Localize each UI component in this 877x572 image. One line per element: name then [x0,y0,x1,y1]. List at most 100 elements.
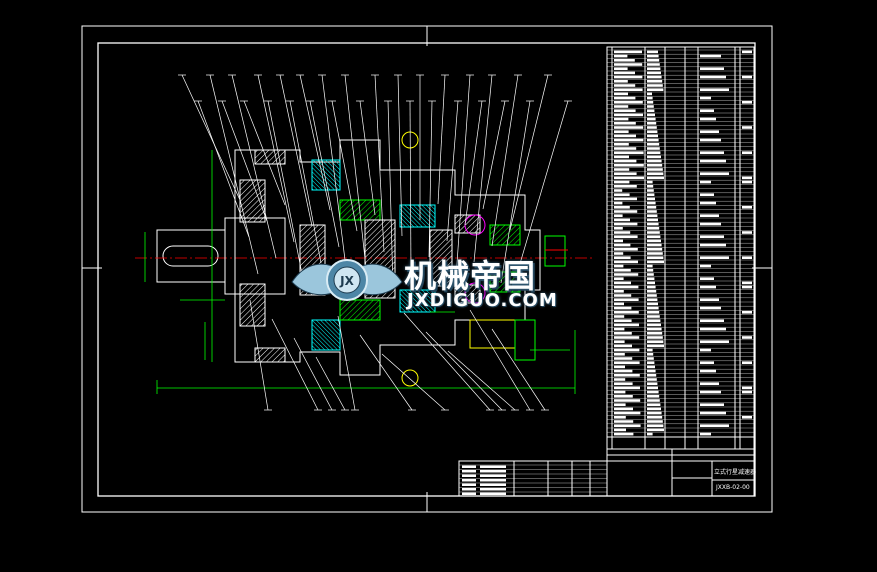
parts-list-cell-fill [700,151,724,154]
parts-list-cell-fill [614,222,638,226]
leader-line [381,353,446,411]
parts-list-cell-fill [614,193,630,196]
parts-list-cell-fill [700,369,716,373]
parts-list-cell-fill [647,67,661,70]
title-block-cell-fill [462,465,476,468]
parts-list-cell-fill [742,231,752,234]
parts-list-cell-fill [647,113,655,117]
parts-list-cell-fill [647,80,663,83]
leader-line [267,100,304,280]
parts-list-cell-fill [614,159,637,163]
parts-list-cell-fill [700,277,714,280]
title-block-cell-fill [462,470,476,473]
parts-list-cell-fill [742,206,752,209]
parts-list-cell-fill [614,201,623,205]
parts-list-cell-fill [647,319,661,322]
parts-list-cell-fill [614,369,633,373]
parts-list-cell-fill [742,151,752,154]
parts-list-cell-fill [647,71,661,75]
parts-list-cell-fill [614,424,641,427]
parts-list-cell-fill [647,180,653,184]
parts-list-cell-fill [647,311,660,314]
parts-list-cell-fill [614,164,644,167]
title-block-cell-fill [480,488,506,491]
parts-list-cell-fill [647,84,663,87]
parts-list-cell-fill [647,332,663,335]
parts-list-cell-fill [700,411,726,415]
parts-list-cell-fill [647,273,654,276]
parts-list-cell-fill [647,189,654,192]
logo-letters: JX [339,274,354,288]
leader-line [482,100,506,210]
gearbox-section-view [135,74,595,411]
parts-list-cell-fill [614,344,632,348]
parts-list-cell-fill [700,424,729,427]
parts-list-cell-fill [647,420,663,423]
parts-list-cell-fill [647,378,657,381]
leader-line [469,309,531,411]
parts-list-cell-fill [647,109,655,112]
parts-list-cell-fill [700,67,724,70]
leader-line [221,100,268,222]
parts-list-cell-fill [614,290,624,293]
leader-line [455,74,471,279]
parts-list-cell-fill [614,281,631,285]
leader-line [491,74,519,247]
leader-line [257,74,295,243]
parts-list-cell-fill [647,290,657,293]
parts-list-cell-fill [647,294,657,297]
parts-list-cell-fill [614,206,630,209]
parts-list-cell-fill [647,227,660,230]
parts-list-cell-fill [700,298,719,301]
parts-list-cell-fill [742,311,752,314]
parts-list-cell-fill [700,243,726,247]
parts-list-cell-fill [647,151,661,154]
parts-list-cell-fill [700,172,729,175]
parts-list-cell-fill [647,248,663,251]
parts-list-cell-fill [614,252,624,255]
parts-list-cell-fill [647,101,654,104]
parts-list-cell-fill [742,285,752,289]
parts-list-cell-fill [647,214,658,217]
parts-list-cell-fill [614,315,625,318]
title-block [458,448,755,497]
parts-list-cell-fill [700,382,719,385]
parts-list-cell-fill [614,420,634,423]
parts-list-cell-fill [647,260,664,264]
leader-line [409,100,412,274]
gear-wings-logo-icon: JX [291,259,403,301]
parts-list-cell-fill [614,239,623,243]
parts-list-cell-fill [742,361,752,364]
parts-list-cell-fill [647,243,662,247]
parts-list-cell-fill [647,306,659,310]
parts-list-cell-fill [647,105,654,108]
parts-list-cell-fill [647,361,655,364]
parts-list-cell-fill [614,122,636,125]
parts-list-cell-fill [614,67,628,70]
parts-list-cell-fill [614,54,628,58]
parts-list-cell-fill [614,75,643,79]
parts-list-cell-fill [647,122,657,125]
parts-list-cell-fill [614,340,625,343]
parts-list-cell-fill [742,281,752,285]
leader-line [337,315,356,411]
leader-line [315,356,346,411]
parts-list-cell-fill [700,193,714,196]
parts-list-cell-fill [614,390,626,394]
parts-list-cell-fill [614,432,634,436]
parts-list-cell-fill [647,201,656,205]
parts-list-cell-fill [700,306,721,310]
parts-list-cell-fill [614,189,623,192]
leader-line [491,328,546,411]
parts-list-cell-fill [647,168,663,171]
parts-list-cell-fill [614,311,639,314]
parts-list-cell-fill [647,302,658,306]
parts-list-cell-fill [614,374,640,377]
parts-list-cell-fill [742,336,752,339]
parts-list-cell-fill [614,256,631,259]
leader-line [500,100,531,284]
parts-list-cell-fill [700,54,721,58]
parts-list-cell-fill [647,298,658,301]
parts-list-cell-fill [614,105,629,108]
